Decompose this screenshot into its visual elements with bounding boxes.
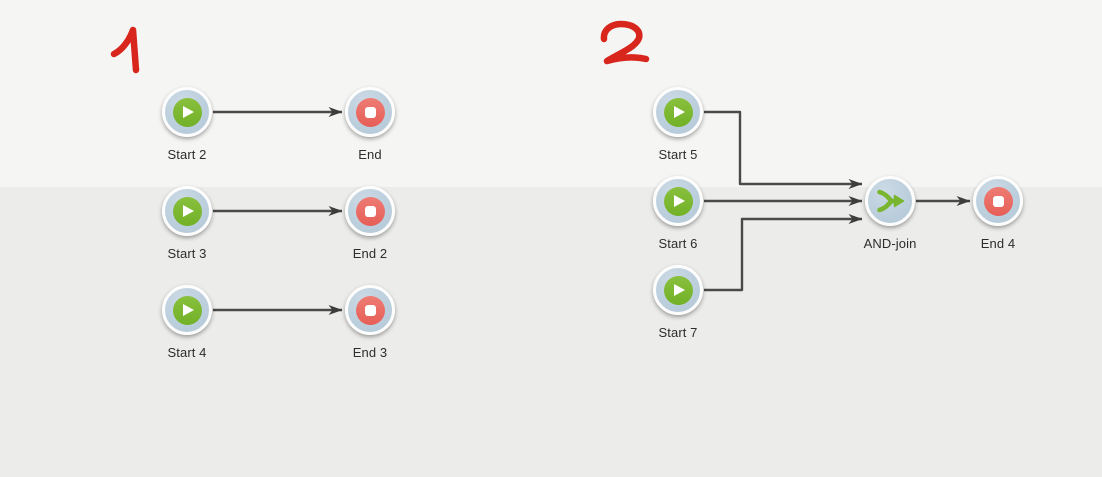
play-icon	[172, 196, 202, 226]
start-node-start2[interactable]	[162, 87, 212, 137]
stop-icon	[983, 186, 1013, 216]
node-label-end1: End	[358, 147, 382, 162]
play-triangle	[183, 106, 194, 118]
play-triangle	[183, 205, 194, 217]
start-node-start4[interactable]	[162, 285, 212, 335]
node-label-end2: End 2	[352, 246, 388, 261]
stop-square	[364, 205, 376, 217]
node-label-start6: Start 6	[658, 236, 698, 251]
play-icon	[663, 275, 693, 305]
stop-icon	[355, 295, 385, 325]
stop-icon	[355, 97, 385, 127]
node-label-end4: End 4	[980, 236, 1016, 251]
start-node-start5[interactable]	[653, 87, 703, 137]
connector-start5-andjoin[interactable]	[704, 110, 863, 189]
play-triangle	[674, 284, 685, 296]
node-label-start3: Start 3	[167, 246, 207, 261]
and-join-node-andjoin[interactable]	[865, 176, 915, 226]
node-label-andjoin: AND-join	[863, 236, 917, 251]
start-node-start7[interactable]	[653, 265, 703, 315]
play-icon	[663, 97, 693, 127]
stop-square	[364, 106, 376, 118]
play-triangle	[183, 304, 194, 316]
handwritten-annotation-1	[110, 26, 140, 74]
end-node-end1[interactable]	[345, 87, 395, 137]
stop-square	[992, 195, 1004, 207]
end-node-end4[interactable]	[973, 176, 1023, 226]
node-label-start4: Start 4	[167, 345, 207, 360]
node-label-start7: Start 7	[658, 325, 698, 340]
play-icon	[172, 295, 202, 325]
node-label-end3: End 3	[352, 345, 388, 360]
end-node-end3[interactable]	[345, 285, 395, 335]
handwritten-annotation-2	[600, 20, 650, 65]
node-label-start2: Start 2	[167, 147, 207, 162]
start-node-start6[interactable]	[653, 176, 703, 226]
merge-icon	[877, 189, 905, 213]
play-icon	[663, 186, 693, 216]
play-triangle	[674, 195, 685, 207]
node-label-start5: Start 5	[658, 147, 698, 162]
play-triangle	[674, 106, 685, 118]
end-node-end2[interactable]	[345, 186, 395, 236]
play-icon	[172, 97, 202, 127]
connector-start7-andjoin[interactable]	[704, 214, 863, 292]
start-node-start3[interactable]	[162, 186, 212, 236]
stop-square	[364, 304, 376, 316]
stop-icon	[355, 196, 385, 226]
